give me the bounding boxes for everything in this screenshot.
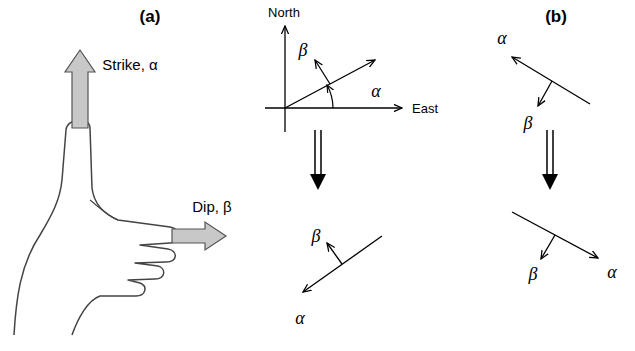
panel-label: (a) (140, 8, 161, 25)
north-axis (284, 26, 285, 132)
dip-line (315, 60, 330, 84)
dip-symbol: β (299, 41, 308, 59)
dip-arrow (172, 222, 226, 250)
strike-line (512, 57, 590, 104)
dip-line (538, 81, 552, 106)
hand-outline (14, 120, 179, 335)
double-arrow (542, 174, 558, 190)
dip-line (327, 243, 342, 264)
dip-symbol: β (524, 114, 533, 132)
dip-label: Dip, β (192, 199, 231, 214)
strike-symbol: α (497, 29, 506, 47)
double-arrow (310, 174, 326, 190)
strike-label: Strike, α (102, 57, 157, 72)
strike-line (285, 60, 375, 108)
axis-label: East (412, 102, 438, 115)
angle-arc (327, 85, 333, 108)
axis-label: North (268, 6, 300, 19)
dip-symbol: β (529, 265, 538, 283)
panel-label: (b) (545, 8, 567, 25)
strike-symbol: α (371, 82, 380, 100)
dip-symbol: β (312, 227, 321, 245)
strike-arrow (65, 50, 95, 128)
strike-symbol: α (607, 263, 616, 281)
strike-line (512, 212, 598, 258)
dip-line (541, 235, 555, 259)
strike-symbol: α (295, 309, 304, 327)
